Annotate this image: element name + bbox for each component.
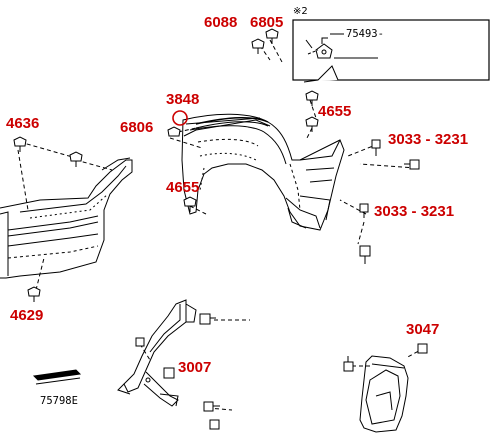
- callout-3007[interactable]: 3007: [178, 359, 212, 376]
- circle-highlight-icon: [172, 110, 188, 126]
- inset-note: ※2: [293, 6, 308, 17]
- clip-icon: [167, 126, 181, 137]
- bolt-icon: [203, 401, 220, 412]
- callout-4655-top[interactable]: 4655: [318, 103, 352, 120]
- leader-lines: [17, 39, 425, 411]
- bolt-icon: [163, 367, 175, 379]
- fender-flare-left: [0, 157, 133, 279]
- callout-3848[interactable]: 3848: [166, 91, 200, 108]
- fender-flare-upper: [181, 113, 345, 231]
- callout-6805[interactable]: 6805: [250, 14, 284, 31]
- inset-box: [292, 19, 490, 83]
- bolt-icon: [359, 245, 371, 264]
- callout-3033-3231-b[interactable]: 3033 - 3231: [374, 203, 455, 220]
- bolt-icon: [417, 343, 428, 354]
- clip-icon: [69, 151, 83, 167]
- clip-icon: [305, 116, 319, 132]
- clip-icon: [27, 286, 41, 302]
- callout-3033-3231-a[interactable]: 3033 - 3231: [388, 131, 469, 148]
- callout-4629[interactable]: 4629: [10, 307, 44, 324]
- part-75798e: 75798E: [40, 395, 78, 407]
- bolt-icon: [404, 159, 420, 170]
- clip-icon: [13, 136, 27, 152]
- part-75493: 75493-: [346, 28, 384, 40]
- clip-icon: [183, 196, 197, 212]
- bolt-icon: [359, 203, 369, 218]
- mud-flap: [359, 355, 409, 433]
- bolt-icon: [371, 139, 381, 156]
- callout-3047[interactable]: 3047: [406, 321, 440, 338]
- clip-icon: [315, 37, 333, 59]
- callout-4655-mid[interactable]: 4655: [166, 179, 200, 196]
- callout-6088[interactable]: 6088: [204, 14, 238, 31]
- bolt-icon: [135, 337, 145, 347]
- callout-4636[interactable]: 4636: [6, 115, 40, 132]
- bolt-icon: [343, 356, 354, 372]
- clip-icon: [265, 28, 279, 44]
- clip-icon: [251, 38, 265, 54]
- callout-6806[interactable]: 6806: [120, 119, 154, 136]
- bolt-icon: [209, 419, 220, 430]
- mud-guard-bracket: [117, 299, 197, 407]
- moulding-strip: [32, 369, 82, 385]
- clip-icon: [305, 90, 319, 106]
- bolt-icon: [199, 313, 216, 325]
